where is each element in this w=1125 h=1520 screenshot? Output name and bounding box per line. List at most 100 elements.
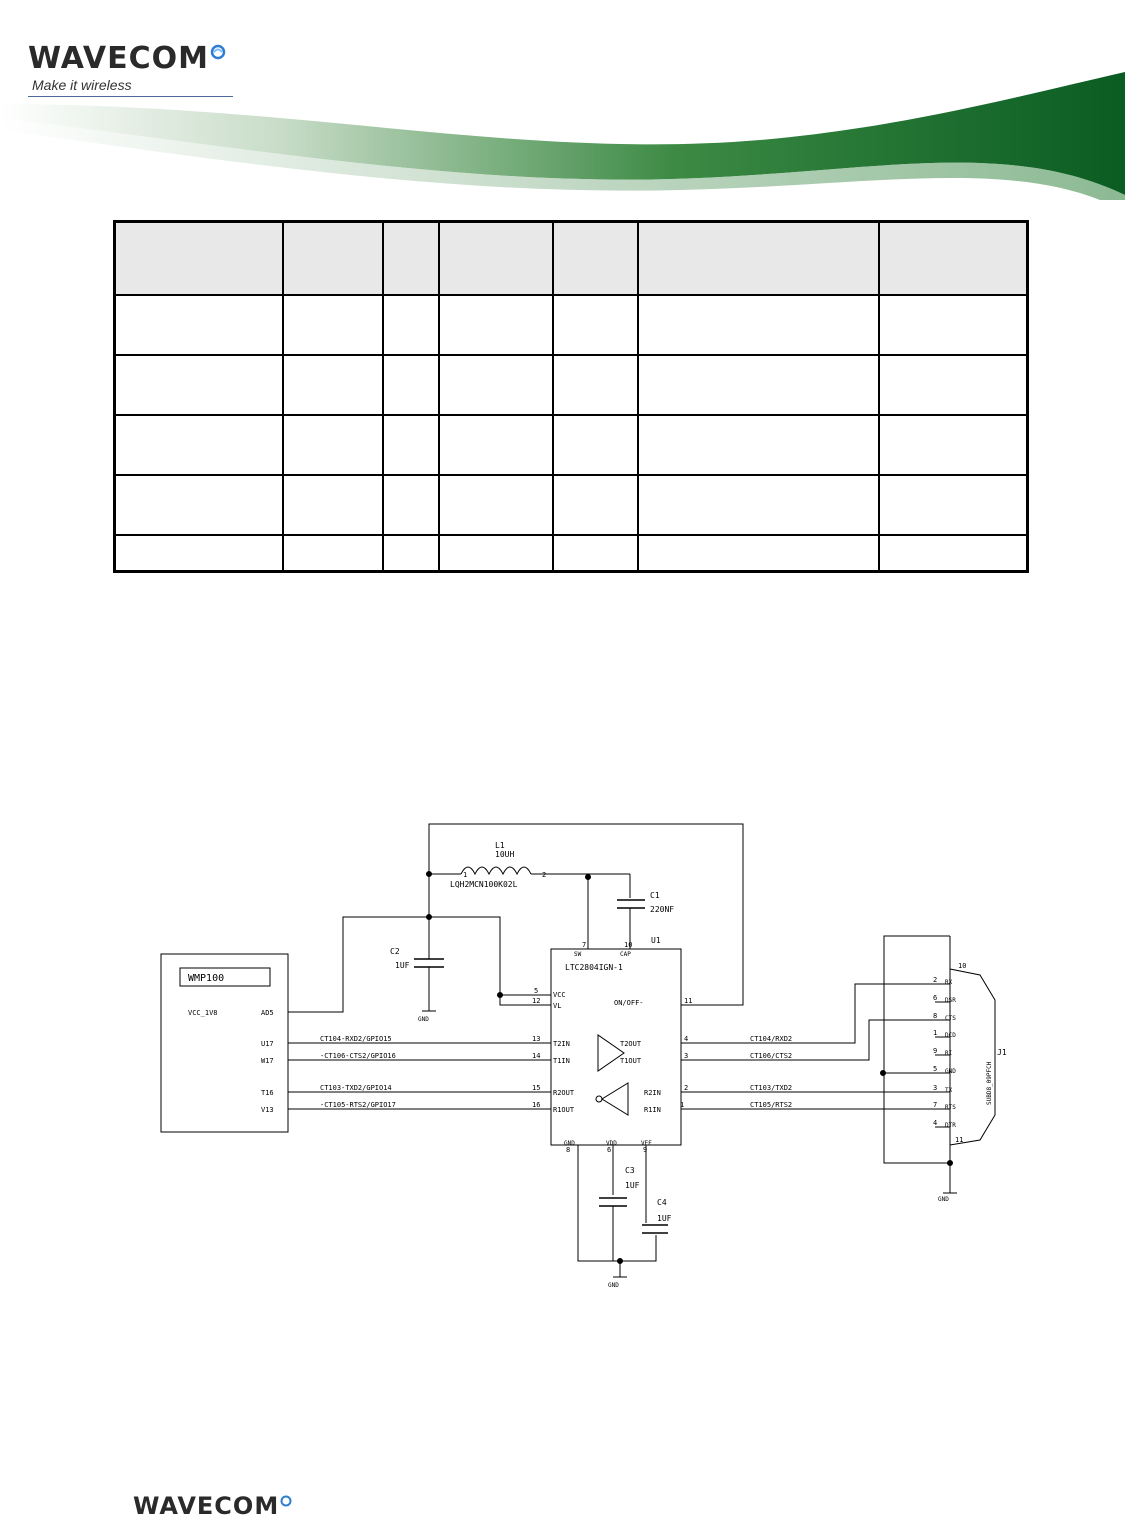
j1-pin-num: 6 [933, 994, 937, 1002]
table-row [113, 474, 1029, 536]
l1-ref: L1 [495, 841, 505, 850]
driver-symbol [597, 1034, 625, 1072]
u1-part: LTC2804IGN-1 [565, 963, 623, 972]
u1-pin-num: 14 [532, 1052, 540, 1060]
table-header-cell [281, 220, 384, 296]
l1-value: 10UH [495, 850, 514, 859]
u1-pin-name: VEE [641, 1140, 652, 1147]
u1-pin-num: 9 [643, 1146, 647, 1154]
u1-pin-num: 13 [532, 1035, 540, 1043]
u1-pin-name: R1IN [644, 1106, 661, 1114]
swirl-icon [210, 44, 226, 65]
u1-pin-name: GND [564, 1140, 575, 1147]
gnd-j1: GND [938, 1196, 949, 1203]
u1-pin-num: 8 [566, 1146, 570, 1154]
l1-pin2: 2 [542, 871, 546, 879]
u1-pin-name: VL [553, 1002, 561, 1010]
table-row [113, 294, 1029, 356]
u1-ref: U1 [651, 936, 661, 945]
c2-value: 1UF [395, 961, 410, 970]
table-header-row [113, 220, 1029, 296]
table-header-cell [437, 220, 554, 296]
table-header-cell [877, 220, 1029, 296]
j1-part: SUBD8_09PFCH [986, 1061, 993, 1105]
u1-pin-num: 10 [624, 941, 632, 949]
j1-pin-name: CTS [945, 1015, 956, 1022]
j1-pin-num: 7 [933, 1101, 937, 1109]
j1-shell [949, 968, 996, 1146]
j1-pin-name: DCD [945, 1032, 956, 1039]
j1-pin-name: RTS [945, 1104, 956, 1111]
j1-pin-num: 3 [933, 1084, 937, 1092]
u1-pin-name: VCC [553, 991, 566, 999]
footer-wordmark: WAVECOM [133, 1492, 280, 1520]
c4-ref: C4 [657, 1198, 667, 1207]
inductor-L1 [460, 866, 532, 876]
wmp-pin: V13 [261, 1106, 274, 1114]
net-label: -CT105-RTS2/GPIO17 [320, 1101, 396, 1109]
c2-ref: C2 [390, 947, 400, 956]
u1-pin-num: 12 [532, 997, 540, 1005]
u1-pin-num: 5 [534, 987, 538, 995]
u1-pin-num: 15 [532, 1084, 540, 1092]
net-label: CT105/RTS2 [750, 1101, 792, 1109]
gnd-bottom: GND [608, 1282, 619, 1289]
u1-pin-name: ON/OFF- [614, 999, 644, 1007]
j1-shell-pin: 11 [955, 1136, 963, 1144]
c3-value: 1UF [625, 1181, 640, 1190]
u1-pin-name: CAP [620, 951, 631, 958]
wire-loop [428, 823, 744, 1006]
c1-ref: C1 [650, 891, 660, 900]
u1-pin-num: 1 [680, 1101, 684, 1109]
wmp-pin: U17 [261, 1040, 274, 1048]
net-label: CT103-TXD2/GPIO14 [320, 1084, 392, 1092]
pin-table [113, 220, 1029, 573]
u1-pin-num: 3 [684, 1052, 688, 1060]
j1-pin-name: TX [945, 1087, 953, 1094]
u1-pin-num: 7 [582, 941, 586, 949]
u1-pin-name: T2OUT [620, 1040, 642, 1048]
u1-pin-name: T1IN [553, 1057, 570, 1065]
j1-pin-num: 2 [933, 976, 937, 984]
u1-pin-name: R2IN [644, 1089, 661, 1097]
page-header: WAVECOM Make it wireless [0, 0, 1125, 200]
j1-pin-name: RI [945, 1050, 953, 1057]
l1-part: LQH2MCN100K02L [450, 880, 518, 889]
logo-tagline: Make it wireless [32, 77, 132, 93]
l1-pin1: 1 [463, 871, 467, 879]
wavecom-logo: WAVECOM [28, 44, 226, 74]
j1-shell-pin: 10 [958, 962, 966, 970]
c3-ref: C3 [625, 1166, 635, 1175]
u1-pin-name: SW [574, 951, 582, 958]
j1-pin-name: RX [945, 979, 953, 986]
table-header-cell [636, 220, 880, 296]
u1-pin-num: 16 [532, 1101, 540, 1109]
u1-pin-name: R1OUT [553, 1106, 575, 1114]
j1-pin-name: GND [945, 1068, 956, 1075]
table-header-cell [551, 220, 639, 296]
logo-wordmark: WAVECOM [28, 41, 210, 76]
j1-pin-num: 5 [933, 1065, 937, 1073]
u1-transceiver [550, 948, 682, 1146]
wmp-pin: AD5 [261, 1009, 274, 1017]
u1-pin-name: VDD [606, 1140, 617, 1147]
j1-pin-num: 8 [933, 1012, 937, 1020]
u1-pin-num: 4 [684, 1035, 688, 1043]
net-label: CT104-RXD2/GPIO15 [320, 1035, 392, 1043]
tagline-rule [28, 96, 233, 97]
j1-pin-num: 1 [933, 1029, 937, 1037]
j1-pin-num: 9 [933, 1047, 937, 1055]
table-row [113, 534, 1029, 573]
net-label: CT104/RXD2 [750, 1035, 792, 1043]
net-label: CT103/TXD2 [750, 1084, 792, 1092]
u1-pin-name: T2IN [553, 1040, 570, 1048]
j1-pin-num: 4 [933, 1119, 937, 1127]
footer-logo: WAVECOM [133, 1494, 292, 1519]
header-swoosh [0, 72, 1125, 200]
receiver-symbol [601, 1082, 629, 1116]
table-row [113, 354, 1029, 416]
wmp100-vcc: VCC_1V8 [188, 1009, 218, 1017]
u1-pin-name: T1OUT [620, 1057, 642, 1065]
table-row [113, 414, 1029, 476]
u1-pin-name: R2OUT [553, 1089, 575, 1097]
